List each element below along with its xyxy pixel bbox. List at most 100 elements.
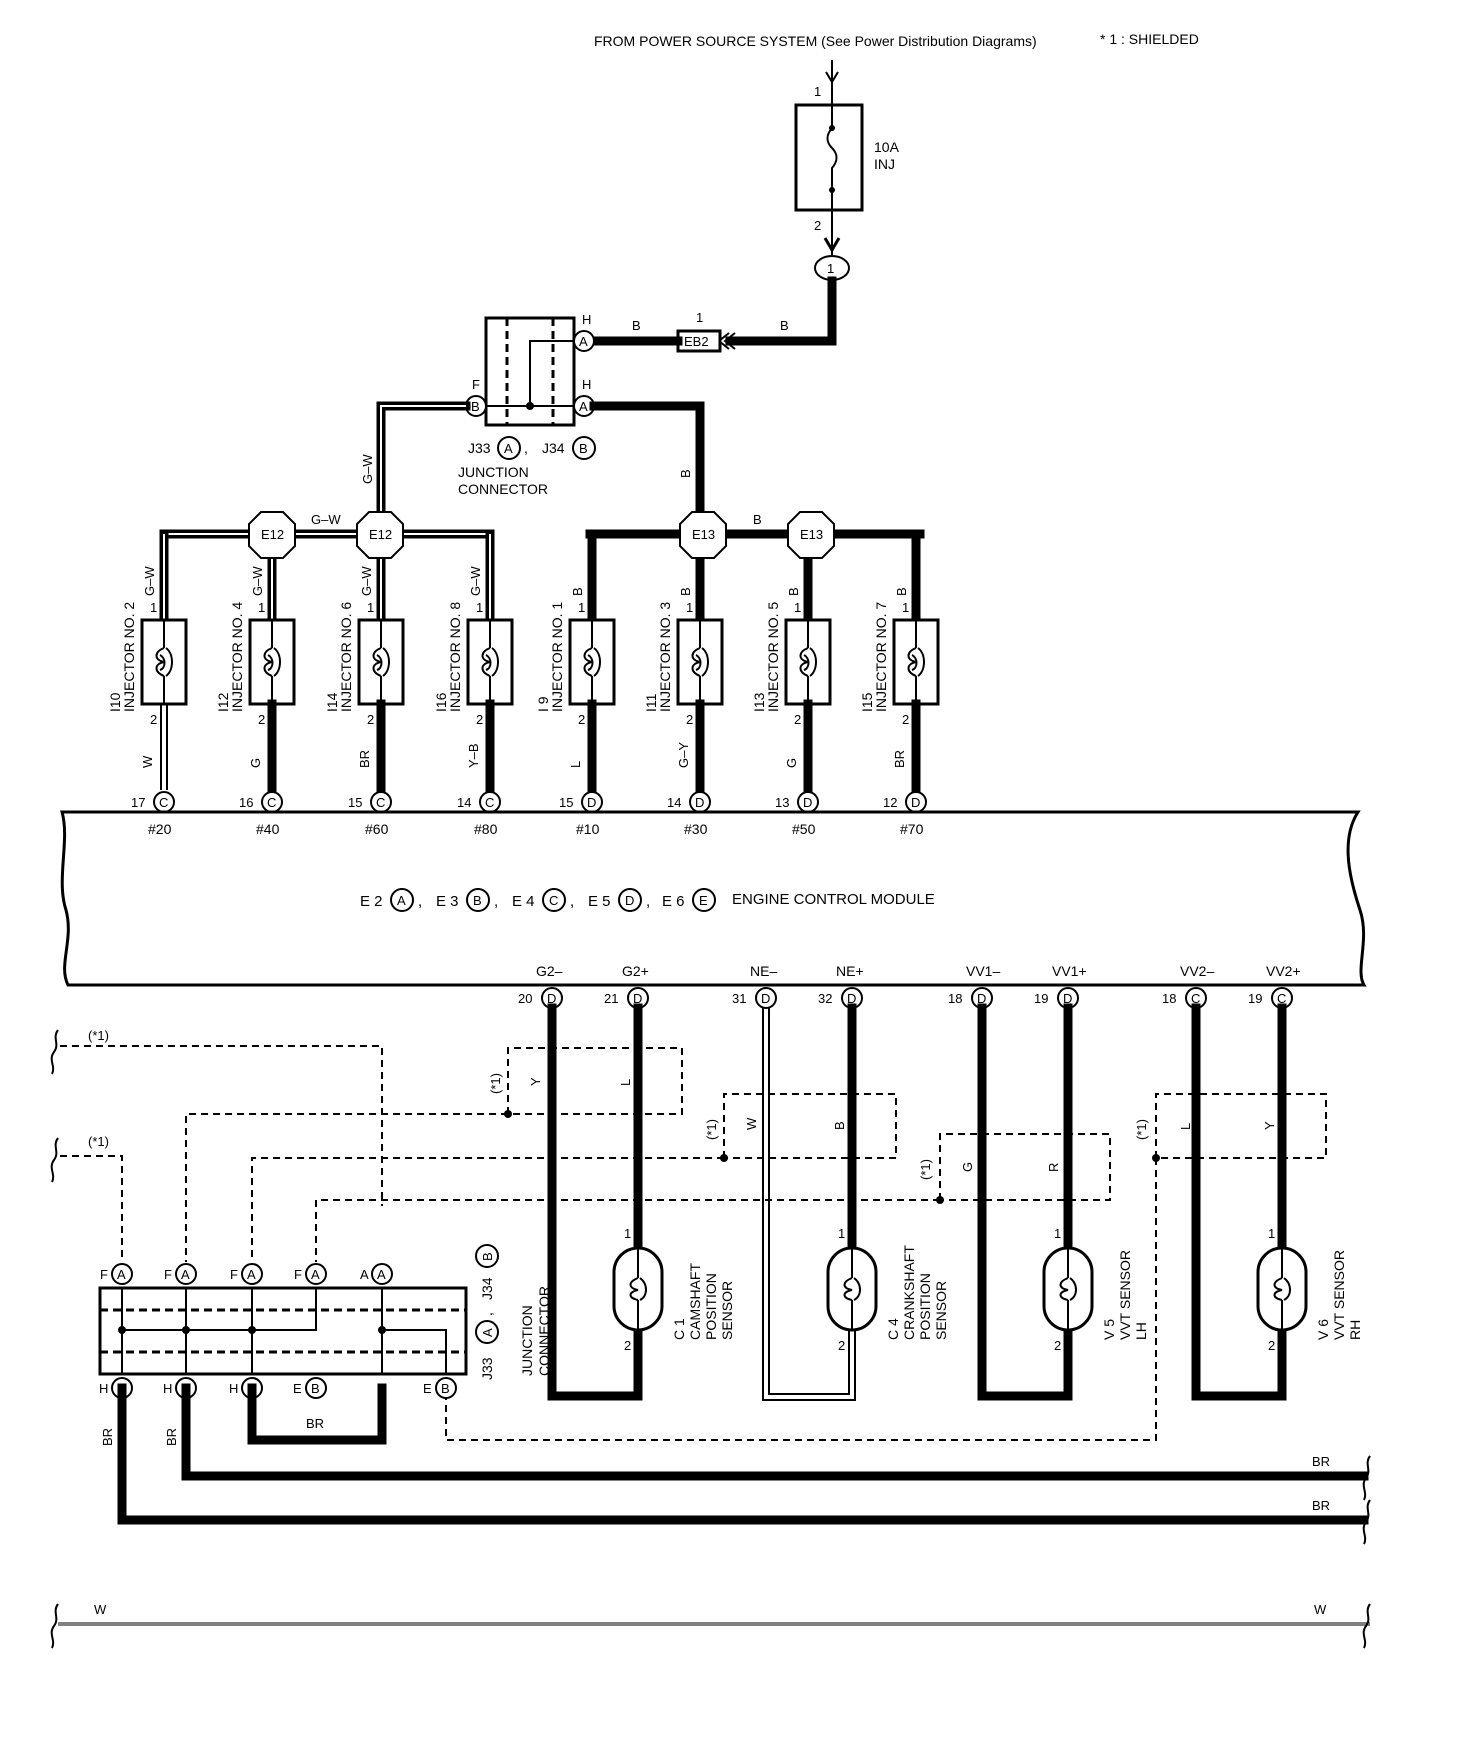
junction-pin: [175, 1263, 197, 1285]
svg-text:CONNECTOR: CONNECTOR: [536, 1286, 552, 1376]
svg-text:F: F: [472, 377, 480, 392]
injector-name: INJECTOR NO. 6: [338, 602, 354, 712]
injector-out-wire-label: G: [248, 758, 263, 768]
ecm-connector-badge: [618, 888, 642, 912]
coil-icon: [593, 647, 601, 677]
svg-text:JUNCTION: JUNCTION: [519, 1305, 535, 1376]
injector-in-wire: B: [678, 587, 693, 596]
svg-text:D: D: [695, 795, 704, 810]
sensor-name: RH: [1347, 1320, 1363, 1340]
break-mark-icon: [50, 1603, 59, 1649]
ecm-connector-id: E 6: [662, 893, 685, 910]
pin-number: 1: [794, 600, 801, 615]
ecm-connector-id: E 2: [360, 893, 383, 910]
injector-code: I 9: [535, 696, 551, 712]
injector-in-wire: G–W: [359, 566, 374, 596]
pin-number: 1: [838, 1226, 845, 1241]
svg-text:A: A: [504, 441, 513, 456]
svg-text:A: A: [579, 334, 588, 349]
ecm-body: [60, 810, 1367, 987]
svg-text:F: F: [164, 1267, 172, 1282]
pin-number: 2: [794, 712, 801, 727]
wire-label-b: B: [780, 318, 789, 333]
sensor-code: C 1: [671, 1318, 687, 1340]
coil-icon: [907, 647, 918, 677]
ecm-signal: #50: [792, 821, 816, 837]
svg-text:H: H: [582, 377, 591, 392]
ecm-pin-number: 14: [667, 795, 681, 810]
svg-text:,: ,: [494, 893, 498, 910]
break-mark-icon: [50, 1137, 59, 1183]
svg-text:D: D: [847, 991, 856, 1006]
injector-out-wire-label: W: [140, 755, 155, 768]
svg-text:BR: BR: [1312, 1498, 1330, 1513]
svg-text:H: H: [163, 1381, 172, 1396]
ecm-connector-id: E 5: [588, 893, 611, 910]
ecm-pin-number: 18: [1162, 991, 1176, 1006]
junction-pin: [305, 1263, 327, 1285]
ecm-signal: VV1+: [1052, 963, 1087, 979]
fuse-pin-out: 2: [814, 218, 821, 233]
ecm-signal: NE–: [750, 963, 777, 979]
ecm-pin-number: 19: [1248, 991, 1262, 1006]
svg-text:D: D: [761, 991, 770, 1006]
pin-number: 1: [367, 600, 374, 615]
fuse-name: INJ: [874, 156, 895, 172]
svg-text:W: W: [1314, 1602, 1327, 1617]
ecm-name: ENGINE CONTROL MODULE: [732, 891, 935, 908]
svg-text:,: ,: [524, 440, 528, 456]
pin-number: 1: [258, 600, 265, 615]
sensor-code: V 6: [1315, 1319, 1331, 1340]
injector-name: INJECTOR NO. 1: [549, 602, 565, 712]
ecm-connector-id: E 4: [512, 893, 535, 910]
svg-text:(*1): (*1): [704, 1119, 719, 1140]
svg-text:D: D: [625, 893, 634, 908]
ecm-pin-number: 14: [457, 795, 471, 810]
coil-icon: [263, 647, 274, 677]
svg-text:E: E: [423, 1381, 432, 1396]
pin-number: 2: [902, 712, 909, 727]
sensor-ground-wire: [1191, 1003, 1287, 1401]
injector-code: I11: [643, 693, 659, 712]
injector-in-wire: G–W: [142, 566, 157, 596]
coil-icon: [629, 1277, 647, 1301]
e13-splice: [787, 511, 835, 559]
ecm-signal: #10: [576, 821, 600, 837]
svg-text:(*1): (*1): [1134, 1119, 1149, 1140]
junction-pin: [435, 1377, 457, 1399]
ecm-signal: #80: [474, 821, 498, 837]
svg-text:J34: J34: [479, 1277, 495, 1300]
ecm-signal: #30: [684, 821, 708, 837]
svg-text:D: D: [547, 991, 556, 1006]
injector-out-wire-label: Y–B: [466, 743, 481, 768]
pin-number: 2: [686, 712, 693, 727]
svg-text:,: ,: [646, 893, 650, 910]
svg-text:A: A: [247, 1267, 256, 1282]
injector-name: INJECTOR NO. 2: [121, 602, 137, 712]
ecm-pin-number: 13: [775, 795, 789, 810]
svg-text:B: B: [832, 1121, 847, 1130]
ecm-signal: #60: [365, 821, 389, 837]
junction-name: JUNCTION: [458, 464, 529, 480]
pin-number: 1: [476, 600, 483, 615]
svg-text:C: C: [1191, 991, 1200, 1006]
ecm-pin-number: 21: [604, 991, 618, 1006]
svg-text:A: A: [480, 1328, 495, 1337]
injector-name: INJECTOR NO. 7: [873, 602, 889, 712]
fuse-terminal-dot: [829, 125, 835, 131]
injector-code: I14: [324, 692, 340, 712]
shield-note: * 1 : SHIELDED: [1100, 31, 1199, 47]
svg-text:(*1): (*1): [918, 1159, 933, 1180]
ecm-pin-number: 15: [348, 795, 362, 810]
pin-number: 2: [1054, 1338, 1061, 1353]
pin-number: 2: [838, 1338, 845, 1353]
svg-text:W: W: [94, 1602, 107, 1617]
ecm-signal: VV2+: [1266, 963, 1301, 979]
svg-text:C: C: [1277, 991, 1286, 1006]
injector-name: INJECTOR NO. 8: [447, 602, 463, 712]
svg-text:E: E: [699, 893, 708, 908]
svg-text:D: D: [911, 795, 920, 810]
lower-junction-label: J33 A , J34 B: [475, 1244, 499, 1380]
svg-text:J33: J33: [468, 440, 491, 456]
